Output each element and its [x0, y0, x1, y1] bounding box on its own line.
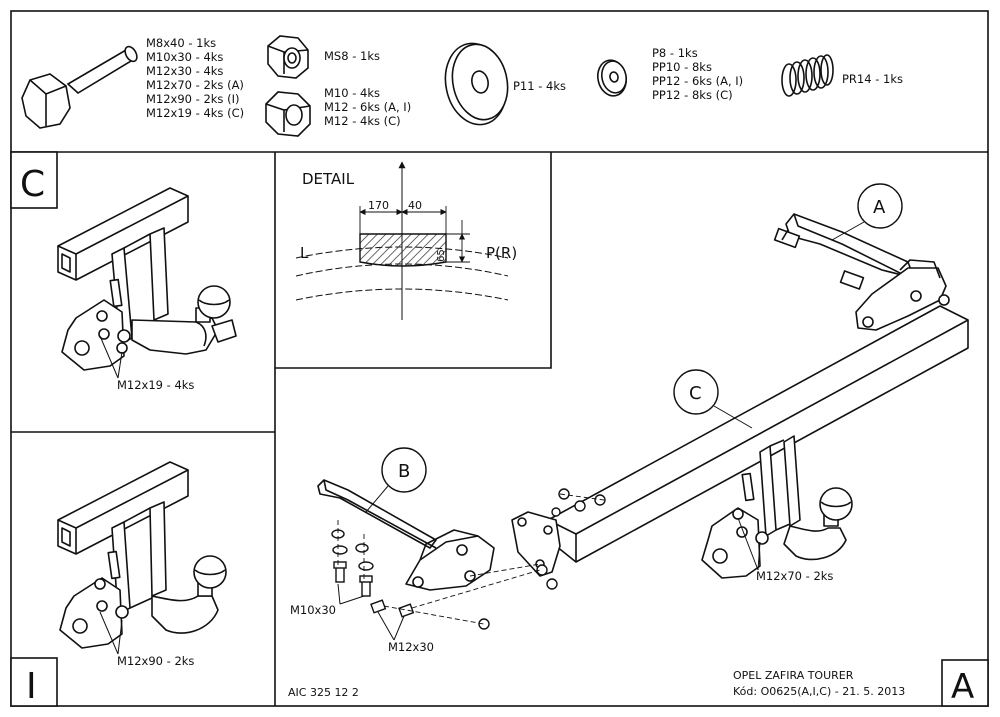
callout-a: A: [831, 183, 903, 241]
washer-line: PP12 - 8ks (C): [652, 88, 733, 102]
bolt-line: M12x90 - 2ks (I): [146, 92, 239, 106]
sheet-frame: [10, 10, 989, 707]
detail-panel: DETAIL 170 40 65 L P(R): [295, 161, 517, 320]
ball-mount: [701, 435, 853, 579]
label-m12x70: M12x70 - 2ks: [756, 569, 833, 583]
bolt-line: M12x19 - 4ks (C): [146, 106, 244, 120]
pr14-line: PR14 - 1ks: [842, 72, 903, 86]
label-right: P(R): [486, 244, 517, 262]
bolt-line: M12x30 - 4ks: [146, 64, 223, 78]
washer-line: PP10 - 8ks: [652, 60, 712, 74]
panel-i-bolt-label: M12x90 - 2ks: [117, 654, 194, 668]
dimension-lines: [359, 206, 470, 263]
dim-170: 170: [368, 199, 389, 212]
callout-c-label: C: [689, 383, 702, 404]
nut-line: M12 - 6ks (A, I): [324, 100, 411, 114]
callout-b-label: B: [398, 461, 410, 482]
large-washer-icon: [444, 42, 509, 126]
nut-line: M12 - 4ks (C): [324, 114, 401, 128]
label-m10x30: M10x30: [290, 603, 336, 617]
leader-lines: [99, 335, 123, 379]
spring-icon: [781, 54, 834, 97]
bolt-line: M10x30 - 4ks: [146, 50, 223, 64]
washer-line: P8 - 1ks: [652, 46, 698, 60]
panel-i-letter-box: [10, 657, 58, 707]
bolt-line: M8x40 - 1ks: [146, 36, 216, 50]
washer-list: P8 - 1ks PP10 - 8ks PP12 - 6ks (A, I) PP…: [652, 46, 747, 102]
bolt-list: M8x40 - 1ks M10x30 - 4ks M12x30 - 4ks M1…: [146, 36, 248, 120]
panel-c-bolt-label: M12x19 - 4ks: [117, 378, 194, 392]
hatched-cut-area: [359, 233, 447, 267]
nut-line: M10 - 4ks: [324, 86, 380, 100]
side-arm-a: [773, 213, 950, 331]
corner-letter-box: [941, 659, 989, 707]
nut-list: M10 - 4ks M12 - 6ks (A, I) M12 - 4ks (C): [324, 86, 415, 128]
tow-bar-detachable-ball-icon: [57, 461, 227, 649]
assembly-axes: [337, 493, 605, 625]
p11-line: P11 - 4ks: [513, 79, 566, 93]
callout-b: B: [365, 447, 427, 513]
main-assembly: A B C M12x70 - 2ks M10x30 M12x30: [290, 183, 969, 654]
bolt-line: M12x70 - 2ks (A): [146, 78, 244, 92]
leader-lines: [99, 611, 123, 655]
panel-c-letter: C: [20, 164, 45, 205]
cross-beam: [547, 305, 969, 563]
leader-lines: [337, 517, 761, 641]
detail-title: DETAIL: [302, 170, 355, 188]
washer-line: PP12 - 6ks (A, I): [652, 74, 743, 88]
nut-icon: [265, 91, 311, 137]
washer-icon: [597, 59, 628, 97]
label-m12x30: M12x30: [388, 640, 434, 654]
callout-a-label: A: [873, 197, 886, 218]
product-code: Kód: O0625(A,I,C) - 21. 5. 2013: [733, 685, 905, 698]
panel-c: C: [10, 151, 237, 392]
lock-nut-icon: [267, 35, 309, 79]
vehicle-name: OPEL ZAFIRA TOURER: [733, 669, 854, 682]
panel-i-letter: I: [26, 666, 37, 707]
bolt-icon: [21, 45, 138, 129]
label-left: L: [300, 244, 309, 262]
panel-c-letter-box: [10, 151, 58, 209]
dim-40: 40: [408, 199, 422, 212]
panel-i: I M12x90 - 2ks: [10, 461, 227, 707]
dim-65: 65: [436, 249, 447, 262]
mounting-plate: [511, 511, 561, 577]
tow-bar-fixed-ball-icon: [57, 187, 237, 371]
title-block: AIC 325 12 2 OPEL ZAFIRA TOURER Kód: O06…: [288, 659, 989, 707]
corner-letter: A: [951, 667, 974, 707]
loose-hardware: [331, 488, 606, 630]
ms8-line: MS8 - 1ks: [324, 49, 380, 63]
drawing-number: AIC 325 12 2: [288, 686, 359, 699]
callout-c: C: [673, 369, 753, 429]
hardware-list: M8x40 - 1ks M10x30 - 4ks M12x30 - 4ks M1…: [21, 35, 903, 137]
